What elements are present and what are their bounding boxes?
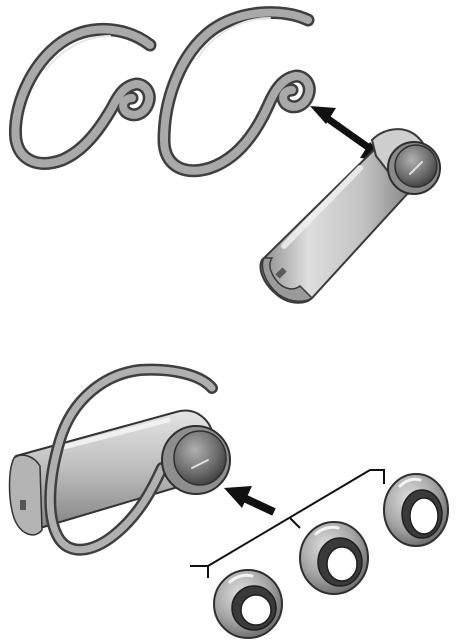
eargel-large [384, 474, 448, 546]
ear-hook-left [15, 29, 150, 163]
ear-hook-right [164, 13, 309, 171]
eargel-small [214, 570, 282, 638]
panel-attach-ear-hook [15, 13, 440, 303]
headset-with-hook [10, 370, 231, 550]
panel-fit-eargels [10, 370, 449, 638]
eargel-medium [300, 522, 368, 594]
insert-arrow [224, 486, 274, 512]
headset-body [261, 129, 440, 303]
